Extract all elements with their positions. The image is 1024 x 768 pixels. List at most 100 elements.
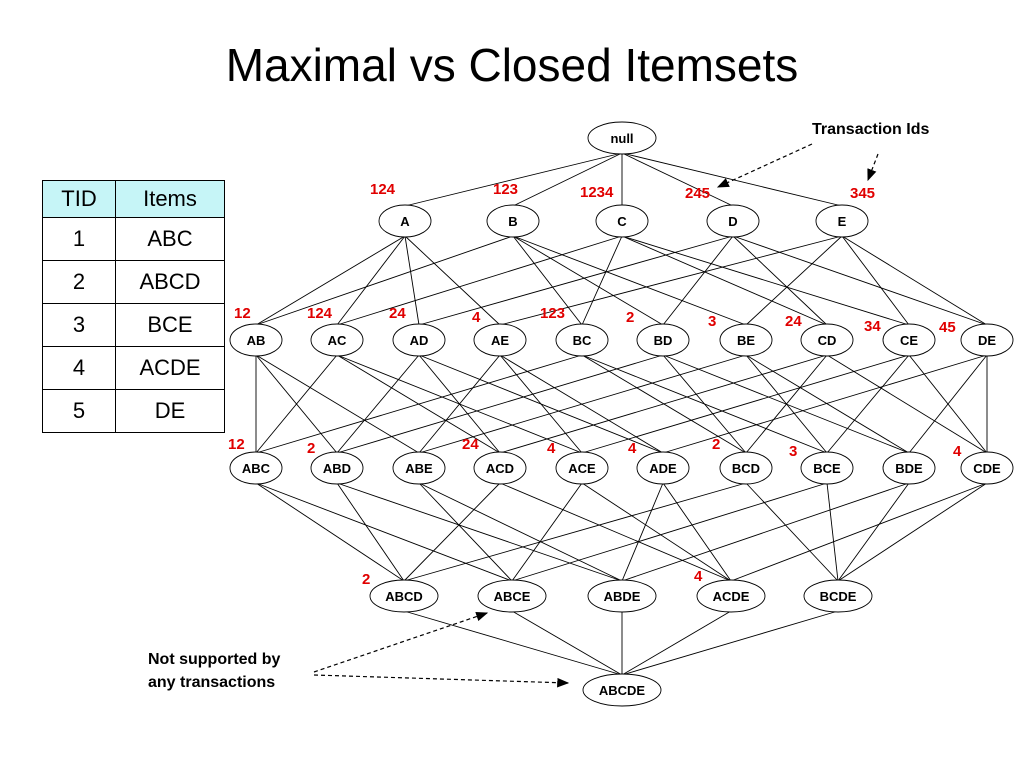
lattice-edge: [499, 482, 732, 582]
lattice-edge: [837, 482, 910, 582]
node-ellipse: [587, 121, 657, 155]
tid-label-ce: 34: [864, 318, 881, 335]
lattice-edge: [621, 152, 734, 207]
node-ellipse: [960, 451, 1014, 485]
node-label: AD: [410, 333, 429, 348]
node-ellipse: [486, 204, 540, 238]
tid-label-ace: 4: [547, 440, 556, 457]
node-ellipse: [229, 323, 283, 357]
node-ellipse: [378, 204, 432, 238]
node-label: A: [400, 214, 410, 229]
items-cell: DE: [115, 389, 225, 433]
node-label: ADE: [649, 461, 677, 476]
node-label: BCDE: [820, 589, 857, 604]
node-ellipse: [636, 323, 690, 357]
lattice-edge: [826, 482, 839, 582]
lattice-edge: [512, 152, 623, 207]
lattice-edge: [511, 482, 828, 582]
lattice-node-ade: ADE: [636, 451, 690, 485]
items-cell: ABCD: [115, 260, 225, 304]
lattice-node-d: D: [706, 204, 760, 238]
node-label: ABC: [242, 461, 271, 476]
lattice-node-bcd: BCD: [719, 451, 773, 485]
lattice-edge: [403, 610, 623, 676]
node-label: BC: [573, 333, 592, 348]
node-label: BE: [737, 333, 755, 348]
lattice-edge: [908, 354, 988, 454]
tid-column-header: TID: [42, 180, 116, 218]
lattice-edge: [255, 235, 514, 326]
lattice-edge: [662, 482, 732, 582]
tid-label-ac: 124: [307, 305, 333, 322]
lattice-node-bce: BCE: [800, 451, 854, 485]
lattice-node-acde: ACDE: [696, 579, 766, 613]
node-label: ACDE: [713, 589, 750, 604]
not-supported-arrow: [313, 611, 489, 673]
node-ellipse: [800, 323, 854, 357]
lattice-edge: [581, 354, 910, 454]
node-ellipse: [803, 579, 873, 613]
node-ellipse: [582, 673, 662, 707]
node-ellipse: [815, 204, 869, 238]
node-ellipse: [800, 451, 854, 485]
node-label: C: [617, 214, 627, 229]
lattice-edge: [255, 354, 583, 454]
node-label: CD: [818, 333, 837, 348]
node-label: BDE: [895, 461, 923, 476]
lattice-edge: [837, 482, 988, 582]
lattice-edge: [621, 610, 732, 676]
items-cell: ACDE: [115, 346, 225, 390]
lattice-edge: [404, 235, 501, 326]
node-label: CDE: [973, 461, 1001, 476]
items-column-header: Items: [115, 180, 225, 218]
node-label: null: [610, 131, 633, 146]
node-label: ABDE: [604, 589, 641, 604]
tid-label-abc: 12: [228, 436, 245, 453]
node-label: AB: [247, 333, 266, 348]
lattice-node-be: BE: [719, 323, 773, 357]
lattice-edge: [841, 235, 988, 326]
lattice-edge: [730, 482, 988, 582]
lattice-node-abc: ABC: [229, 451, 283, 485]
tid-label-cde: 4: [953, 443, 962, 460]
node-ellipse: [595, 204, 649, 238]
lattice-edge: [336, 354, 664, 454]
lattice-edge: [621, 235, 910, 326]
lattice-edge: [662, 354, 988, 454]
lattice-node-ae: AE: [473, 323, 527, 357]
lattice-node-a: A: [378, 204, 432, 238]
lattice-edge: [581, 235, 623, 326]
tid-label-bcd: 2: [712, 436, 720, 453]
table-row: 1 ABC: [42, 217, 225, 261]
tid-label-c: 1234: [580, 184, 614, 201]
node-ellipse: [706, 204, 760, 238]
node-label: ABCDE: [599, 683, 646, 698]
lattice-edge: [841, 235, 910, 326]
node-label: AC: [328, 333, 347, 348]
node-label: DE: [978, 333, 996, 348]
lattice-node-ace: ACE: [555, 451, 609, 485]
tid-label-ade: 4: [628, 440, 637, 457]
lattice-edge: [826, 354, 910, 454]
tid-label-e: 345: [850, 185, 875, 202]
lattice-edge: [499, 354, 583, 454]
lattice-node-bcde: BCDE: [803, 579, 873, 613]
lattice-edge: [621, 482, 664, 582]
tid-label-bce: 3: [789, 443, 797, 460]
node-ellipse: [555, 451, 609, 485]
node-label: ABD: [323, 461, 351, 476]
node-ellipse: [719, 451, 773, 485]
node-ellipse: [696, 579, 766, 613]
lattice-node-bde: BDE: [882, 451, 936, 485]
tid-label-ad: 24: [389, 305, 406, 322]
not-supported-label-line2: any transactions: [148, 674, 275, 691]
lattice-edge: [512, 235, 664, 326]
lattice-edge: [745, 354, 828, 454]
tid-label-a: 124: [370, 181, 396, 198]
tid-label-abcd: 2: [362, 571, 370, 588]
lattice-edge: [418, 482, 623, 582]
tid-label-b: 123: [493, 181, 518, 198]
lattice-edge: [255, 482, 405, 582]
